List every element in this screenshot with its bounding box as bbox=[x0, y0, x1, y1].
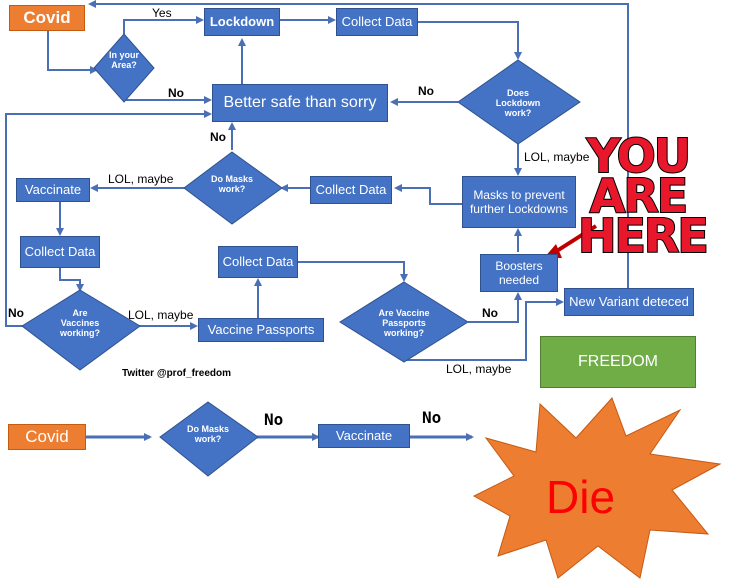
covid-bottom-box: Covid bbox=[8, 424, 86, 450]
you-are-here-line-1: YOU bbox=[586, 129, 692, 183]
freedom-box: FREEDOM bbox=[540, 336, 696, 388]
edge-arepassports-variant bbox=[404, 298, 564, 361]
diamond-in-your-area bbox=[93, 33, 155, 103]
you-are-here-line-3: HERE bbox=[577, 209, 710, 263]
label-no-vaccines: No bbox=[8, 306, 24, 320]
masks-prevent-box: Masks to prevent further Lockdowns bbox=[462, 176, 576, 228]
collect-data-box-3: Collect Data bbox=[20, 236, 100, 268]
do-masks-work-text: Do Masks work? bbox=[210, 174, 254, 194]
diamond-do-masks-work-bottom bbox=[159, 401, 259, 477]
label-no-area: No bbox=[168, 86, 184, 100]
label-no-bottom-2: No bbox=[422, 408, 442, 427]
are-passports-working-text: Are Vaccine Passports working? bbox=[378, 308, 430, 338]
label-lol-maybe-passports: LOL, maybe bbox=[446, 362, 512, 376]
edge-variant-covid bbox=[88, 0, 629, 288]
diamond-do-masks-work bbox=[183, 151, 283, 225]
collect-data-box-4: Collect Data bbox=[218, 246, 298, 278]
die-text: Die bbox=[546, 471, 616, 523]
label-yes: Yes bbox=[152, 6, 172, 20]
edge-covid-area bbox=[47, 30, 98, 74]
label-no-lockdown: No bbox=[418, 84, 434, 98]
label-no-passports: No bbox=[482, 306, 498, 320]
better-safe-box: Better safe than sorry bbox=[212, 84, 388, 122]
die-burst bbox=[472, 397, 722, 579]
in-your-area-text: In your Area? bbox=[108, 50, 139, 70]
vaccinate-box: Vaccinate bbox=[16, 178, 90, 202]
boosters-needed-box: Boosters needed bbox=[480, 254, 558, 292]
vaccinate-bottom-box: Vaccinate bbox=[318, 424, 410, 448]
does-lockdown-work-text: Does Lockdown work? bbox=[495, 88, 541, 118]
label-lol-maybe-lockdown: LOL, maybe bbox=[524, 150, 590, 164]
edge-collect3-arevaccines bbox=[59, 268, 84, 292]
label-lol-maybe-vaccines: LOL, maybe bbox=[128, 308, 194, 322]
you-are-here-arrow bbox=[550, 224, 598, 256]
diamond-are-passports-working bbox=[339, 281, 469, 363]
twitter-credit: Twitter @prof_freedom bbox=[122, 368, 232, 379]
collect-data-box-1: Collect Data bbox=[336, 8, 418, 36]
you-are-here-line-2: ARE bbox=[589, 169, 689, 223]
edge-collect4-arepassports bbox=[298, 261, 408, 282]
diamond-are-vaccines-working bbox=[21, 289, 141, 371]
label-lol-maybe-masks: LOL, maybe bbox=[108, 172, 174, 186]
label-no-bottom-1: No bbox=[264, 410, 284, 429]
do-masks-work-bottom-text: Do Masks work? bbox=[186, 424, 230, 444]
edge-arevaccines-better bbox=[5, 110, 212, 327]
edge-area-lockdown bbox=[123, 16, 204, 34]
edge-arepassports-boosters bbox=[468, 292, 522, 323]
are-vaccines-working-text: Are Vaccines working? bbox=[60, 308, 100, 338]
diamond-does-lockdown-work bbox=[457, 59, 581, 145]
label-no-masks: No bbox=[210, 130, 226, 144]
edge-masks-collect2 bbox=[394, 184, 462, 205]
edge-collect1-doeslockdown bbox=[418, 21, 522, 60]
collect-data-box-2: Collect Data bbox=[310, 176, 392, 204]
you-are-here-text: YOU ARE HERE bbox=[577, 129, 710, 263]
lockdown-box: Lockdown bbox=[204, 8, 280, 36]
vaccine-passports-box: Vaccine Passports bbox=[198, 318, 324, 342]
covid-start-box: Covid bbox=[9, 5, 85, 31]
new-variant-box: New Variant deteced bbox=[564, 288, 694, 316]
